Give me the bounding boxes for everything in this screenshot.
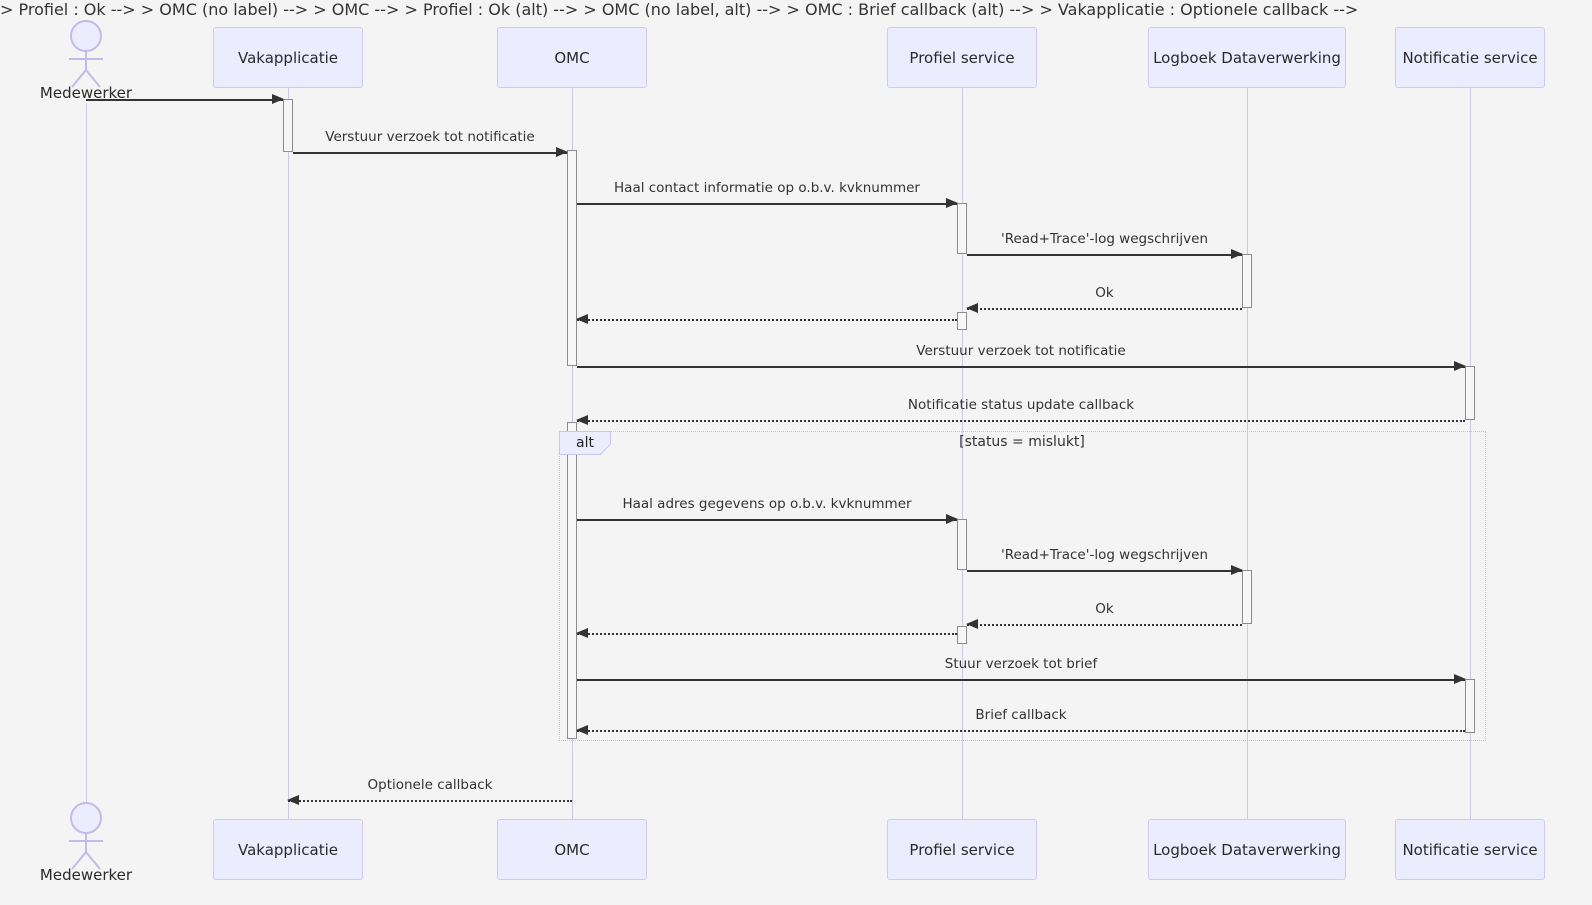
alt-label-box: alt bbox=[559, 431, 611, 455]
lifeline-medewerker bbox=[85, 103, 87, 813]
arrowhead-icon bbox=[946, 514, 958, 524]
arrowhead-icon bbox=[556, 147, 568, 157]
participant-profiel-service-top: Profiel service bbox=[887, 27, 1037, 88]
message-label: Verstuur verzoek tot notificatie bbox=[325, 129, 535, 145]
participant-omc-bottom: OMC bbox=[497, 819, 647, 880]
arrowhead-icon bbox=[576, 628, 588, 638]
message-line bbox=[967, 308, 1242, 310]
actor-label-top: Medewerker bbox=[39, 84, 133, 102]
participant-notificatie-service-top: Notificatie service bbox=[1395, 27, 1545, 88]
message-line bbox=[577, 519, 957, 521]
message-label: Verstuur verzoek tot notificatie bbox=[916, 343, 1126, 359]
message-label: Ok bbox=[1095, 601, 1114, 617]
arrowhead-icon bbox=[576, 415, 588, 425]
arrowhead-icon bbox=[287, 795, 299, 805]
message-line bbox=[577, 679, 1465, 681]
arrowhead-icon bbox=[1454, 674, 1466, 684]
message-label: Optionele callback bbox=[367, 777, 493, 793]
message-line bbox=[293, 152, 567, 154]
participant-omc-top: OMC bbox=[497, 27, 647, 88]
participant-logboek-dataverwerking-top: Logboek Dataverwerking bbox=[1148, 27, 1346, 88]
arrowhead-icon bbox=[966, 303, 978, 313]
alt-frame bbox=[559, 431, 1486, 741]
arrowhead-icon bbox=[1231, 565, 1243, 575]
lifeline-vakapplicatie bbox=[287, 88, 289, 819]
arrowhead-icon bbox=[966, 619, 978, 629]
participant-logboek-dataverwerking-bottom: Logboek Dataverwerking bbox=[1148, 819, 1346, 880]
message-line bbox=[967, 254, 1242, 256]
arrowhead-icon bbox=[576, 314, 588, 324]
activation-profiel-1b bbox=[957, 312, 967, 330]
lifeline-logboek-dataverwerking bbox=[1246, 88, 1248, 819]
message-line bbox=[967, 570, 1242, 572]
activation-profiel-1 bbox=[957, 203, 967, 254]
message-label: Notificatie status update callback bbox=[907, 397, 1135, 413]
lifeline-profiel-service bbox=[961, 88, 963, 819]
activation-vakapplicatie bbox=[283, 99, 293, 152]
arrowhead-icon bbox=[946, 198, 958, 208]
message-line bbox=[967, 624, 1242, 626]
activation-notificatie-1 bbox=[1465, 366, 1475, 420]
message-line bbox=[577, 366, 1465, 368]
message-line bbox=[577, 730, 1465, 732]
message-line bbox=[577, 633, 957, 635]
actor-figure-top bbox=[69, 20, 103, 88]
message-label: Brief callback bbox=[975, 707, 1067, 723]
arrowhead-icon bbox=[1231, 249, 1243, 259]
activation-logboek-2 bbox=[1242, 570, 1252, 624]
activation-profiel-2 bbox=[957, 519, 967, 570]
participant-profiel-service-bottom: Profiel service bbox=[887, 819, 1037, 880]
message-label: Ok bbox=[1095, 285, 1114, 301]
participant-vakapplicatie-top: Vakapplicatie bbox=[213, 27, 363, 88]
activation-logboek-1 bbox=[1242, 254, 1252, 308]
message-line bbox=[86, 99, 283, 101]
actor-figure-bottom bbox=[69, 802, 103, 870]
activation-profiel-2b bbox=[957, 626, 967, 644]
activation-omc-1 bbox=[567, 150, 577, 366]
activation-omc-2 bbox=[567, 422, 577, 739]
alt-keyword: alt bbox=[560, 432, 610, 454]
message-label: 'Read+Trace'-log wegschrijven bbox=[1000, 231, 1209, 247]
message-label: Stuur verzoek tot brief bbox=[944, 656, 1098, 672]
actor-label-bottom: Medewerker bbox=[39, 866, 133, 884]
message-label: 'Read+Trace'-log wegschrijven bbox=[1000, 547, 1209, 563]
message-line bbox=[288, 800, 572, 802]
message-label: Haal adres gegevens op o.b.v. kvknummer bbox=[622, 496, 912, 512]
arrowhead-icon bbox=[576, 725, 588, 735]
activation-notificatie-2 bbox=[1465, 679, 1475, 733]
message-line bbox=[577, 319, 957, 321]
message-label: Haal contact informatie op o.b.v. kvknum… bbox=[614, 180, 920, 196]
arrowhead-icon bbox=[1454, 361, 1466, 371]
arrowhead-icon bbox=[272, 94, 284, 104]
lifeline-notificatie-service bbox=[1469, 88, 1471, 819]
participant-vakapplicatie-bottom: Vakapplicatie bbox=[213, 819, 363, 880]
message-line bbox=[577, 203, 957, 205]
participant-notificatie-service-bottom: Notificatie service bbox=[1395, 819, 1545, 880]
alt-condition: [status = mislukt] bbox=[959, 434, 1085, 450]
message-line bbox=[577, 420, 1465, 422]
